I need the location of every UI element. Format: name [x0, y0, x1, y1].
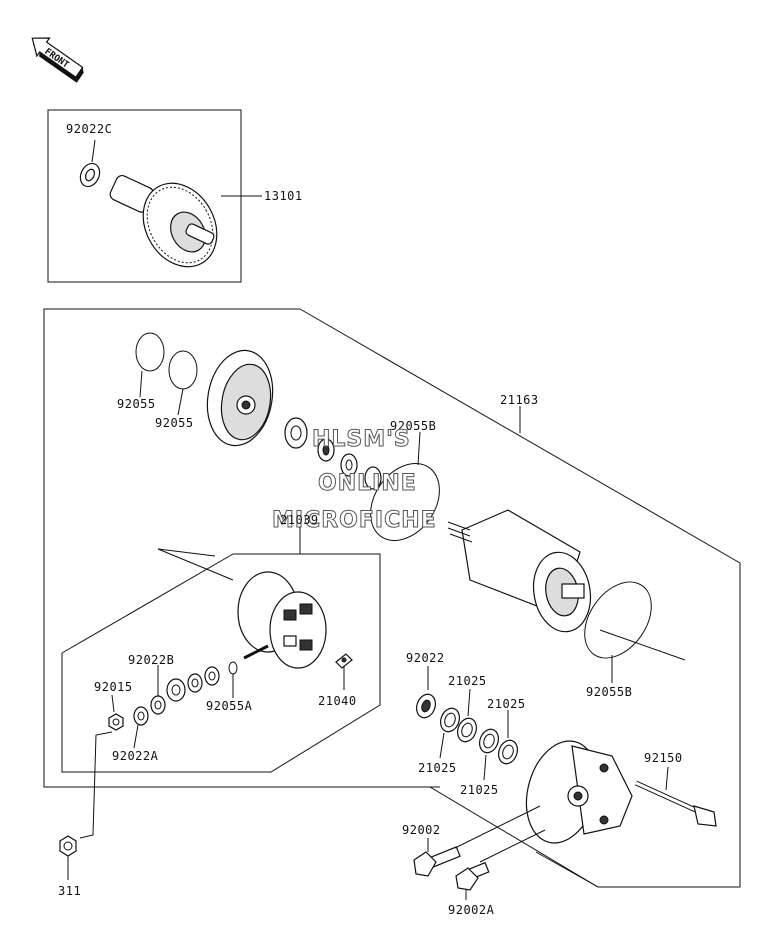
- watermark-line-2: ONLINE: [318, 471, 417, 496]
- washer-92022a: [133, 706, 149, 726]
- o-ring-92055-a: [135, 332, 165, 372]
- label-92055-b: 92055: [155, 416, 194, 430]
- front-arrow-badge: FRONT: [31, 37, 84, 83]
- o-ring-92055-b: [168, 350, 198, 390]
- small-washers: [317, 438, 382, 490]
- watermark-line-3: MICROFICHE: [272, 508, 437, 533]
- rear-cover: [525, 740, 633, 844]
- bolt-92002a: [455, 861, 490, 891]
- label-92022c: 92022C: [66, 122, 112, 136]
- label-21025-a: 21025: [448, 674, 487, 688]
- starter-clutch-gear: [109, 174, 218, 268]
- label-92015: 92015: [94, 680, 133, 694]
- brush-holder-outline: [61, 553, 381, 773]
- nut-311: [59, 835, 77, 857]
- o-ring-92055b-right: [584, 581, 652, 659]
- starter-motor-outline: [43, 308, 741, 888]
- label-92055a: 92055A: [206, 699, 253, 713]
- label-21025-c: 21025: [418, 761, 457, 775]
- watermark: HLSM'S ONLINE MICROFICHE: [272, 427, 437, 534]
- label-21040: 21040: [318, 694, 357, 708]
- washer-92022: [415, 693, 437, 719]
- motor-yoke: [447, 509, 592, 633]
- front-cover: [206, 349, 274, 447]
- bolt-92002: [413, 846, 461, 877]
- shims-21025: [439, 707, 519, 765]
- label-92002: 92002: [402, 823, 441, 837]
- brush-holder: [237, 571, 327, 669]
- label-92022a: 92022A: [112, 749, 159, 763]
- washer-stack-92022b: [150, 666, 220, 715]
- nut-92015: [108, 713, 124, 731]
- label-92002a: 92002A: [448, 903, 495, 917]
- o-ring-92055b-top: [370, 463, 440, 541]
- watermark-line-1: HLSM'S: [312, 427, 411, 452]
- o-ring-92055a: [228, 661, 238, 675]
- label-92022: 92022: [406, 651, 445, 665]
- label-92055-a: 92055: [117, 397, 156, 411]
- label-21163: 21163: [500, 393, 539, 407]
- label-311: 311: [58, 884, 81, 898]
- label-92055b-top: 92055B: [390, 419, 436, 433]
- label-21039: 21039: [280, 513, 319, 527]
- bolt-92150: [634, 780, 717, 827]
- label-21025-d: 21025: [460, 783, 499, 797]
- label-13101: 13101: [264, 189, 303, 203]
- washer-92022c: [79, 162, 101, 188]
- label-92022b: 92022B: [128, 653, 174, 667]
- label-92055b-right: 92055B: [586, 685, 632, 699]
- label-21025-b: 21025: [487, 697, 526, 711]
- label-92150: 92150: [644, 751, 683, 765]
- brush-spring-21040: [335, 653, 353, 669]
- lock-washer: [284, 417, 308, 449]
